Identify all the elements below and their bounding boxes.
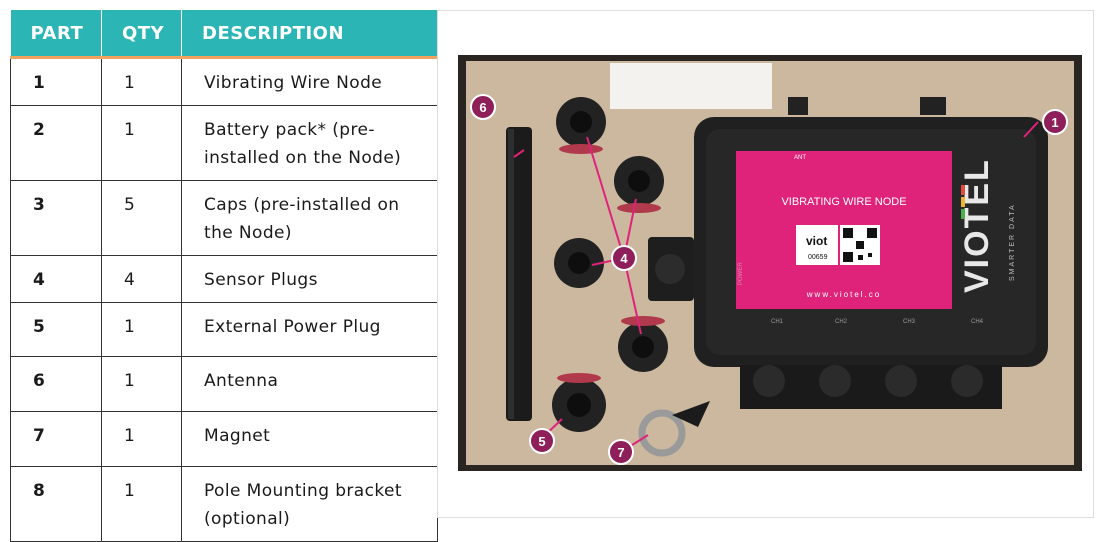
- qr-brand: viot: [806, 234, 827, 248]
- svg-text:7: 7: [617, 445, 624, 460]
- ant-label: ANT: [794, 155, 806, 161]
- cell-qty: 5: [101, 180, 182, 256]
- cell-part: 2: [10, 105, 102, 181]
- cell-qty: 1: [101, 356, 182, 412]
- channel-label: CH2: [835, 319, 848, 325]
- header-part: PART: [10, 10, 102, 59]
- channel-label: CH3: [903, 319, 916, 325]
- cell-qty: 1: [101, 466, 182, 542]
- cell-description: Antenna: [181, 356, 438, 412]
- callout-1: 1: [1042, 109, 1068, 135]
- header-qty: QTY: [101, 10, 182, 59]
- cell-qty: 1: [101, 302, 182, 357]
- table-row: 8 1 Pole Mounting bracket (optional): [10, 466, 438, 542]
- svg-text:1: 1: [1051, 115, 1058, 130]
- svg-text:4: 4: [620, 251, 628, 266]
- cell-part: 4: [10, 255, 102, 303]
- table-row: 7 1 Magnet: [10, 411, 438, 467]
- power-label: POWER: [738, 262, 744, 285]
- kit-photo: VIBRATING WIRE NODE viot 00659 www.viote…: [458, 55, 1082, 471]
- svg-text:6: 6: [479, 100, 486, 115]
- cell-part: 3: [10, 180, 102, 256]
- cell-description: External Power Plug: [181, 302, 438, 357]
- cell-description: Pole Mounting bracket (optional): [181, 466, 438, 542]
- cell-part: 8: [10, 466, 102, 542]
- callout-6: 6: [470, 94, 496, 120]
- qr-id: 00659: [808, 254, 828, 261]
- cell-qty: 1: [101, 105, 182, 181]
- cell-description: Sensor Plugs: [181, 255, 438, 303]
- callout-4: 4: [611, 245, 637, 271]
- callout-7: 7: [608, 439, 634, 465]
- parts-table: PART QTY DESCRIPTION 1 1 Vibrating Wire …: [10, 10, 438, 542]
- cell-part: 5: [10, 302, 102, 357]
- table-row: 1 1 Vibrating Wire Node: [10, 57, 438, 106]
- cell-description: Vibrating Wire Node: [181, 57, 438, 106]
- header-description: DESCRIPTION: [181, 10, 438, 59]
- table-row: 2 1 Battery pack* (pre-installed on the …: [10, 105, 438, 181]
- table-row: 6 1 Antenna: [10, 356, 438, 412]
- cell-description: Battery pack* (pre-installed on the Node…: [181, 105, 438, 181]
- photo-frame: VIBRATING WIRE NODE viot 00659 www.viote…: [437, 10, 1094, 518]
- cell-part: 7: [10, 411, 102, 467]
- cell-part: 1: [10, 57, 102, 106]
- cell-qty: 1: [101, 411, 182, 467]
- svg-text:5: 5: [538, 434, 545, 449]
- table-row: 5 1 External Power Plug: [10, 302, 438, 357]
- website-label: www.viotel.co: [806, 290, 881, 299]
- channel-label: CH4: [971, 319, 984, 325]
- device-label: VIBRATING WIRE NODE: [781, 196, 906, 208]
- table-row: 3 5 Caps (pre-installed on the Node): [10, 180, 438, 256]
- cell-qty: 1: [101, 57, 182, 106]
- table-header-row: PART QTY DESCRIPTION: [10, 10, 438, 59]
- cell-description: Caps (pre-installed on the Node): [181, 180, 438, 256]
- cell-part: 6: [10, 356, 102, 412]
- cell-qty: 4: [101, 255, 182, 303]
- qr-code-icon: [843, 228, 877, 262]
- cell-description: Magnet: [181, 411, 438, 467]
- table-row: 4 4 Sensor Plugs: [10, 255, 438, 303]
- channel-label: CH1: [771, 319, 784, 325]
- tagline-label: SMARTER DATA: [1009, 203, 1016, 281]
- callout-5: 5: [529, 428, 555, 454]
- brand-label: VIOTEL: [958, 158, 996, 293]
